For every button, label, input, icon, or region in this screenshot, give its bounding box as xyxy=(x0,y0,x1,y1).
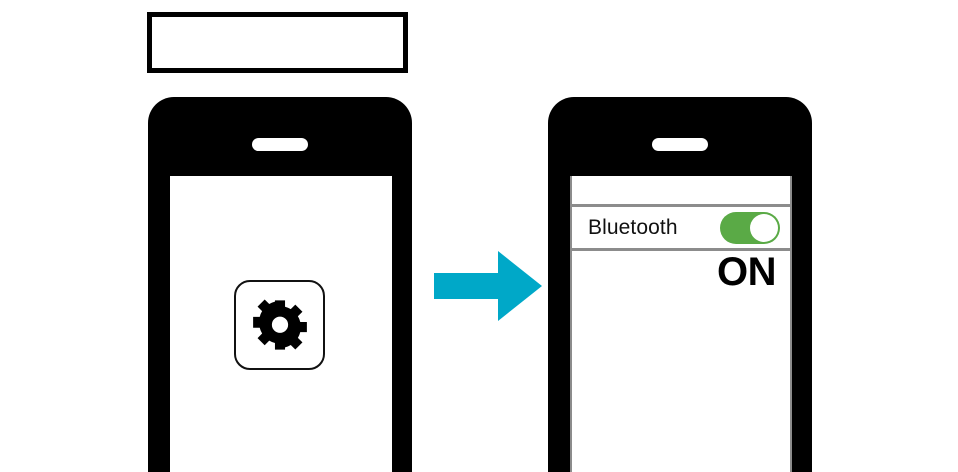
caption-box xyxy=(147,12,408,73)
speaker-slot-icon xyxy=(252,138,308,151)
status-badge-on: ON xyxy=(717,250,777,294)
phone-after: Bluetooth ON xyxy=(548,97,812,472)
row-divider-bottom xyxy=(572,248,790,251)
arrow-right-icon xyxy=(434,251,542,321)
phone-before-screen xyxy=(170,176,392,472)
caption-text xyxy=(152,17,403,68)
phone-before xyxy=(148,97,412,472)
settings-app-icon-button[interactable] xyxy=(234,280,325,370)
row-divider-top xyxy=(572,204,790,207)
bluetooth-setting-row[interactable]: Bluetooth xyxy=(572,207,790,248)
phone-after-screen: Bluetooth ON xyxy=(570,176,792,472)
toggle-knob-icon xyxy=(750,213,778,242)
speaker-slot-icon xyxy=(652,138,708,151)
bluetooth-toggle-switch[interactable] xyxy=(720,211,780,244)
transition-arrow xyxy=(434,251,542,321)
bluetooth-label: Bluetooth xyxy=(588,215,678,239)
status-bar xyxy=(572,176,790,204)
settings-gear-icon xyxy=(252,299,307,350)
